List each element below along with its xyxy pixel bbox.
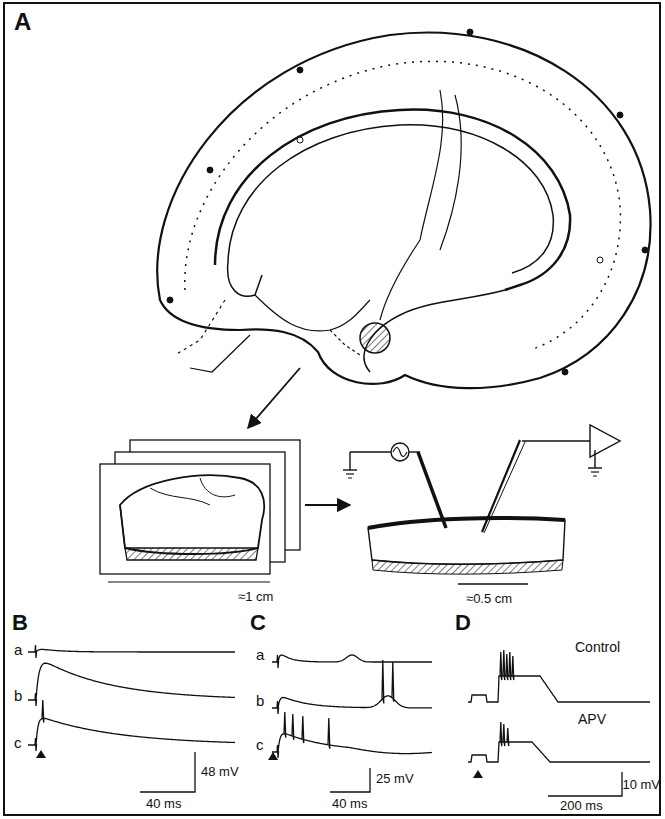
trace-letter: a xyxy=(256,647,264,662)
frame xyxy=(4,3,660,815)
scale-label: 48 mV xyxy=(201,765,239,778)
stimulus-markers xyxy=(36,750,483,778)
scale-label: 40 ms xyxy=(146,797,181,810)
scale-label: 40 ms xyxy=(332,797,367,810)
condition-label: APV xyxy=(578,712,606,726)
voltage-trace xyxy=(28,663,235,706)
panel-letter: B xyxy=(12,612,28,634)
trace-letter: c xyxy=(14,735,22,750)
voltage-trace xyxy=(468,722,650,762)
trace-letter: c xyxy=(256,737,264,752)
panel-letter: A xyxy=(14,10,31,34)
scale-bar xyxy=(458,583,528,585)
brain xyxy=(157,29,650,388)
slice-stack xyxy=(100,440,300,574)
voltage-trace xyxy=(28,645,235,658)
scale-bars xyxy=(140,752,622,796)
condition-label: Control xyxy=(575,640,620,654)
depth-mark xyxy=(108,582,270,583)
scale-label: ≈1 cm xyxy=(238,590,273,603)
panel-letter: C xyxy=(250,612,266,634)
voltage-trace xyxy=(272,660,432,714)
panel-letter: D xyxy=(455,612,471,634)
voltage-trace xyxy=(468,650,650,702)
voltage-trace xyxy=(272,655,432,668)
scale-label: ≈0.5 cm xyxy=(466,592,512,605)
scale-label: 10 mV xyxy=(622,778,660,791)
trace-letter: b xyxy=(256,693,264,708)
arrow xyxy=(248,368,300,428)
scale-label: 25 mV xyxy=(376,772,414,785)
recording-setup xyxy=(343,425,620,574)
voltage-trace xyxy=(272,712,432,758)
arrow xyxy=(305,504,350,506)
voltage-trace xyxy=(28,700,235,751)
scale-label: 200 ms xyxy=(560,799,603,812)
trace-letter: a xyxy=(14,642,22,657)
traces xyxy=(28,645,650,762)
trace-letter: b xyxy=(14,688,22,703)
